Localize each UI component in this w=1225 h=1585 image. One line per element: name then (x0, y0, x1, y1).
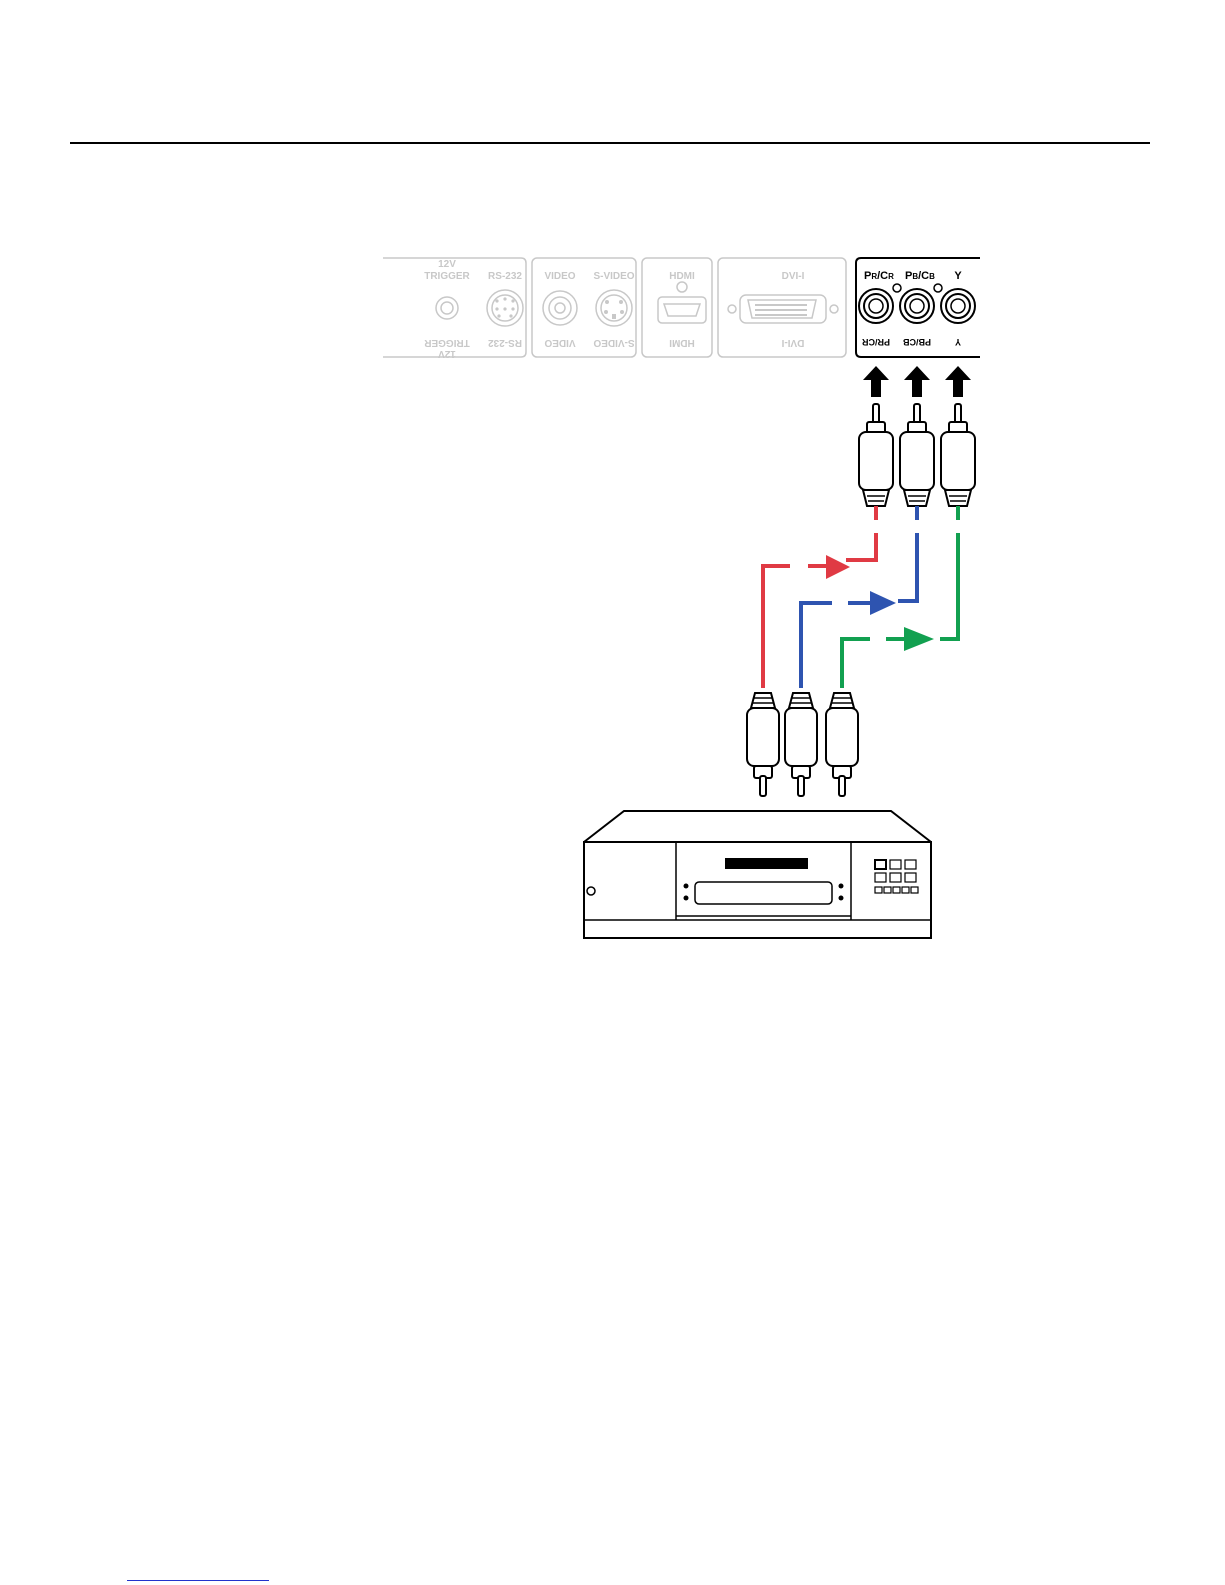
indicator-led-icon (934, 284, 942, 292)
video-jack-icon (543, 291, 577, 325)
hdmi-label: HDMI (669, 271, 695, 282)
power-button-icon (587, 887, 595, 895)
dvi-label: DVI-I (782, 271, 805, 282)
y-label-bottom: Y (955, 337, 961, 347)
y-label: Y (954, 270, 962, 282)
rs232-label-bottom: RS-232 (488, 337, 522, 348)
hdmi-port-icon (658, 297, 706, 323)
pb-jack-icon (900, 289, 934, 323)
pr-jack-icon (859, 289, 893, 323)
dvd-player-device (584, 811, 931, 938)
hdmi-label-bottom: HDMI (669, 337, 695, 348)
pr-cr-label: PR/CR (864, 270, 894, 282)
insert-arrows (863, 366, 971, 397)
trigger-jack-icon (436, 297, 458, 319)
video-label: VIDEO (544, 271, 575, 282)
video-label-bottom: VIDEO (544, 337, 575, 348)
indicator-led-icon (893, 284, 901, 292)
cable-green (842, 506, 958, 688)
trigger-label-bottom-2: 12V (438, 348, 456, 359)
arrow-up-icon (863, 366, 889, 397)
pb-cb-label: PB/CB (905, 270, 935, 282)
arrow-right-blue-icon (870, 591, 896, 615)
rca-plug-red-bottom (747, 693, 779, 796)
footer-link-underline (127, 1580, 269, 1581)
arrow-right-green-icon (904, 627, 934, 651)
control-buttons (875, 860, 918, 893)
arrow-up-icon (945, 366, 971, 397)
cable-blue (801, 506, 917, 688)
pb-cb-label-bottom: PB/CB (903, 337, 932, 347)
cable-red (763, 506, 876, 688)
projector-rear-panel: 12V TRIGGER RS-232 VIDEO S-VIDEO HDMI DV… (383, 258, 980, 359)
display-window (725, 858, 808, 869)
trigger-label-top-1: 12V (438, 259, 456, 270)
rca-plug-blue-bottom (785, 693, 817, 796)
rca-plug-red-top (859, 404, 893, 506)
svideo-label-bottom: S-VIDEO (593, 337, 634, 348)
trigger-label-bottom-1: TRIGGER (423, 337, 469, 348)
disc-tray (695, 882, 832, 904)
pr-cr-label-bottom: PR/CR (862, 337, 891, 347)
rca-plug-blue-top (900, 404, 934, 506)
arrow-up-icon (904, 366, 930, 397)
rs232-label: RS-232 (488, 271, 522, 282)
y-jack-icon (941, 289, 975, 323)
rca-plug-green-bottom (826, 693, 858, 796)
trigger-label-top-2: TRIGGER (424, 271, 470, 282)
hdmi-led-icon (677, 282, 687, 292)
dvi-label-bottom: DVI-I (781, 337, 804, 348)
rca-plug-green-top (941, 404, 975, 506)
svideo-label: S-VIDEO (593, 271, 634, 282)
